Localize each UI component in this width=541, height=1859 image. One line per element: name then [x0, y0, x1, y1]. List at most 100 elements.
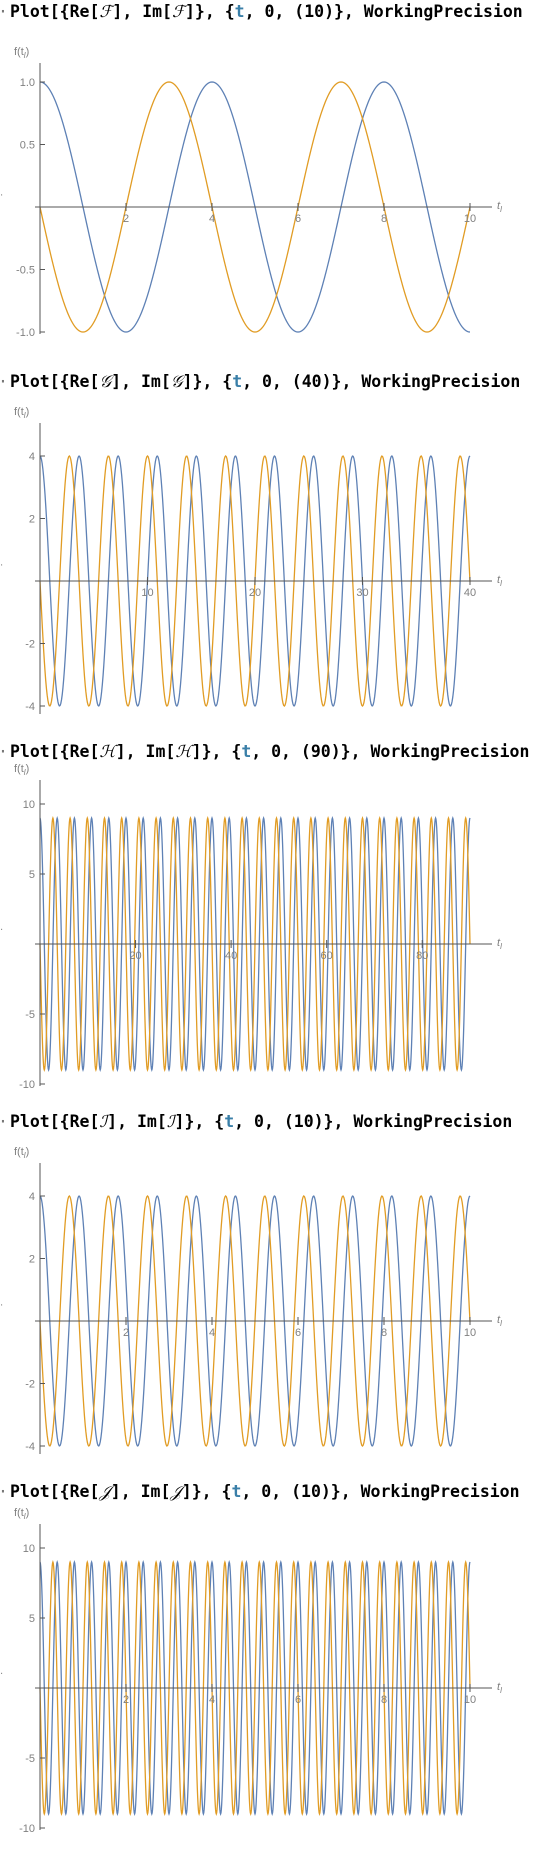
- y-tick-label: 1.0: [20, 77, 35, 89]
- y-tick-label: -5: [25, 1009, 35, 1021]
- input-prefix: Plot[{Re[: [10, 1112, 100, 1131]
- y-tick-label: -2: [25, 639, 35, 651]
- x-tick-label: 8: [381, 1694, 387, 1706]
- x-tick-label: 8: [381, 1327, 387, 1339]
- input-suffix: ]}, {: [184, 2, 235, 21]
- x-tick-label: 10: [464, 1327, 476, 1339]
- x-axis-label: tl: [497, 200, 502, 214]
- input-code: Plot[{Re[ℋ], Im[ℋ]}, {t, 0, (90)}, Worki…: [10, 740, 529, 764]
- y-tick-label: 0.5: [20, 140, 35, 152]
- input-sym2: 𝒢: [170, 372, 183, 391]
- x-tick-label: 40: [225, 950, 237, 962]
- x-tick-label: 20: [129, 950, 141, 962]
- output-bracket-icon: ·: [0, 1669, 3, 1680]
- series-line-real: [39, 455, 471, 707]
- input-sym2: 𝒥: [170, 1482, 182, 1501]
- input-code: Plot[{Re[𝒥], Im[𝒥]}, {t, 0, (10)}, Worki…: [10, 1480, 520, 1504]
- y-tick-label: -10: [19, 1079, 35, 1091]
- y-tick-label: 5: [29, 869, 35, 881]
- x-tick-label: 2: [123, 213, 129, 225]
- input-var: t: [231, 1482, 242, 1501]
- series-line-real: [39, 1195, 471, 1447]
- input-suffix: ]}, {: [182, 372, 233, 391]
- y-tick-label: -5: [25, 1753, 35, 1765]
- input-expression[interactable]: ·Plot[{Re[ℱ], Im[ℱ]}, {t, 0, (10)}, Work…: [0, 0, 541, 24]
- x-tick-label: 2: [123, 1327, 129, 1339]
- x-tick-label: 6: [295, 1327, 301, 1339]
- input-mid: ], Im[: [115, 742, 176, 761]
- input-expression[interactable]: ·Plot[{Re[ℐ], Im[ℐ]}, {t, 0, (10)}, Work…: [0, 1110, 541, 1134]
- x-tick-label: 10: [464, 1694, 476, 1706]
- input-code: Plot[{Re[𝒢], Im[𝒢]}, {t, 0, (40)}, Worki…: [10, 370, 520, 394]
- input-code: Plot[{Re[ℐ], Im[ℐ]}, {t, 0, (10)}, Worki…: [10, 1110, 512, 1134]
- x-axis-label: tl: [497, 574, 502, 588]
- y-axis-label: f(tl): [14, 763, 29, 777]
- input-expression[interactable]: ·Plot[{Re[𝒢], Im[𝒢]}, {t, 0, (40)}, Work…: [0, 370, 541, 394]
- x-axis-label: tl: [497, 1314, 502, 1328]
- input-mid: ], Im[: [107, 1112, 167, 1131]
- notebook-cell-1: ·Plot[{Re[ℱ], Im[ℱ]}, {t, 0, (10)}, Work…: [0, 0, 541, 370]
- input-prefix: Plot[{Re[: [10, 372, 100, 391]
- y-axis-label: f(tl): [14, 46, 29, 60]
- y-tick-label: 4: [29, 1191, 35, 1203]
- input-var: t: [234, 2, 245, 21]
- input-suffix: ]}, {: [181, 1482, 232, 1501]
- notebook-cell-3: ·Plot[{Re[ℋ], Im[ℋ]}, {t, 0, (90)}, Work…: [0, 740, 541, 1110]
- output-bracket-icon: ·: [0, 191, 3, 202]
- y-tick-label: -10: [19, 1823, 35, 1835]
- input-sym2: ℋ: [175, 742, 192, 761]
- y-axis-label: f(tl): [14, 406, 29, 420]
- x-axis-label: tl: [497, 937, 502, 951]
- input-rest: , 0, (40)}, WorkingPrecision: [242, 372, 521, 391]
- input-prefix: Plot[{Re[: [10, 2, 100, 21]
- x-tick-label: 6: [295, 1694, 301, 1706]
- y-tick-label: 2: [29, 514, 35, 526]
- x-tick-label: 30: [356, 587, 368, 599]
- notebook-cell-4: ·Plot[{Re[ℐ], Im[ℐ]}, {t, 0, (10)}, Work…: [0, 1110, 541, 1480]
- input-prefix: Plot[{Re[: [10, 1482, 100, 1501]
- input-var: t: [241, 742, 252, 761]
- input-mid: ], Im[: [112, 2, 172, 21]
- input-mid: ], Im[: [110, 1482, 171, 1501]
- input-prefix: Plot[{Re[: [10, 742, 100, 761]
- x-tick-label: 40: [464, 587, 476, 599]
- cell-bracket-icon: ·: [0, 370, 8, 394]
- x-tick-label: 60: [321, 950, 333, 962]
- input-rest: , 0, (10)}, WorkingPrecision: [244, 2, 523, 21]
- input-rest: , 0, (10)}, WorkingPrecision: [234, 1112, 513, 1131]
- input-rest: , 0, (10)}, WorkingPrecision: [241, 1482, 520, 1501]
- cell-bracket-icon: ·: [0, 0, 8, 24]
- x-tick-label: 8: [381, 213, 387, 225]
- input-sym: 𝒥: [99, 1482, 111, 1501]
- input-expression[interactable]: ·Plot[{Re[𝒥], Im[𝒥]}, {t, 0, (10)}, Work…: [0, 1480, 541, 1504]
- output-bracket-icon: ·: [0, 925, 3, 936]
- x-tick-label: 10: [141, 587, 153, 599]
- x-tick-label: 4: [209, 1694, 215, 1706]
- cell-bracket-icon: ·: [0, 1480, 8, 1504]
- series-line-real: [39, 815, 471, 1073]
- input-code: Plot[{Re[ℱ], Im[ℱ]}, {t, 0, (10)}, Worki…: [10, 0, 523, 24]
- y-tick-label: -4: [25, 701, 35, 713]
- y-tick-label: 2: [29, 1254, 35, 1266]
- input-sym: ℐ: [99, 1112, 108, 1131]
- input-suffix: ]}, {: [191, 742, 242, 761]
- cell-bracket-icon: ·: [0, 1110, 8, 1134]
- x-tick-label: 6: [295, 213, 301, 225]
- x-tick-label: 20: [249, 587, 261, 599]
- series-line-real: [39, 1559, 471, 1817]
- x-tick-label: 2: [123, 1694, 129, 1706]
- output-bracket-icon: ·: [0, 1301, 3, 1312]
- input-var: t: [224, 1112, 235, 1131]
- y-tick-label: -1.0: [16, 327, 35, 339]
- input-rest: , 0, (90)}, WorkingPrecision: [251, 742, 530, 761]
- x-tick-label: 80: [416, 950, 428, 962]
- input-expression[interactable]: ·Plot[{Re[ℋ], Im[ℋ]}, {t, 0, (90)}, Work…: [0, 740, 541, 764]
- input-var: t: [232, 372, 243, 391]
- input-sym2: ℱ: [172, 2, 185, 21]
- y-tick-label: -0.5: [16, 265, 35, 277]
- y-tick-label: 5: [29, 1613, 35, 1625]
